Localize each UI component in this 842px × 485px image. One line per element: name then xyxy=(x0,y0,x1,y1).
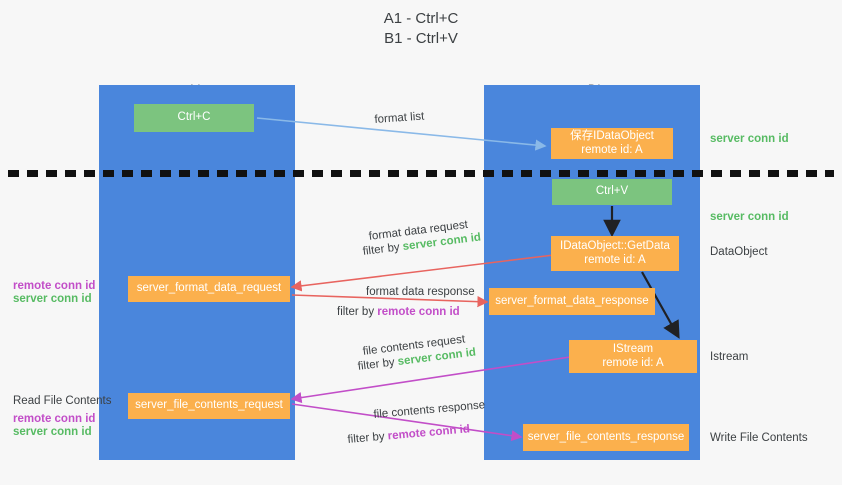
node-ctrl-v[interactable]: Ctrl+V xyxy=(552,179,672,205)
right-label-dataobject: DataObject xyxy=(710,246,768,258)
filter-by-text: filter by xyxy=(337,306,378,318)
filter-by-text: filter by xyxy=(347,430,389,446)
left-label-server-conn-id-1: server conn id xyxy=(13,293,92,305)
edge-label-format-data-response: format data response xyxy=(366,286,475,298)
remote-conn-id-text: remote conn id xyxy=(377,306,460,318)
arrow-file-contents-response xyxy=(291,403,523,442)
left-label-server-conn-id-2: server conn id xyxy=(13,426,92,438)
node-server-format-data-request[interactable]: server_format_data_request xyxy=(128,276,290,302)
page-title: A1 - Ctrl+C B1 - Ctrl+V xyxy=(383,10,459,47)
left-label-remote-conn-id-2: remote conn id xyxy=(13,413,96,425)
arrow-format-list xyxy=(256,117,547,151)
arrow-file-contents-request xyxy=(290,356,571,404)
node-istream[interactable]: IStream remote id: A xyxy=(569,340,697,373)
arrow-format-data-request xyxy=(290,254,555,292)
edge-filter-format-data-response: filter by remote conn id xyxy=(337,305,460,319)
right-label-server-conn-id-top: server conn id xyxy=(710,133,789,145)
right-label-write-file-contents: Write File Contents xyxy=(710,432,808,444)
node-server-file-contents-response[interactable]: server_file_contents_response xyxy=(523,424,689,451)
node-server-file-contents-request[interactable]: server_file_contents_request xyxy=(128,393,290,419)
node-server-format-data-response[interactable]: server_format_data_response xyxy=(489,288,655,315)
left-label-read-file-contents: Read File Contents xyxy=(13,395,112,407)
node-idataobject-getdata[interactable]: IDataObject::GetData remote id: A xyxy=(551,236,679,271)
left-label-remote-conn-id-1: remote conn id xyxy=(13,280,96,292)
node-save-idataobject[interactable]: 保存IDataObject remote id: A xyxy=(551,128,673,159)
arrow-format-data-response xyxy=(291,294,489,308)
arrow-getdata-to-istream xyxy=(641,271,680,339)
phase-divider xyxy=(8,170,834,177)
node-ctrl-c[interactable]: Ctrl+C xyxy=(134,104,254,132)
right-label-server-conn-id-mid: server conn id xyxy=(710,211,789,223)
right-label-istream: Istream xyxy=(710,351,749,363)
